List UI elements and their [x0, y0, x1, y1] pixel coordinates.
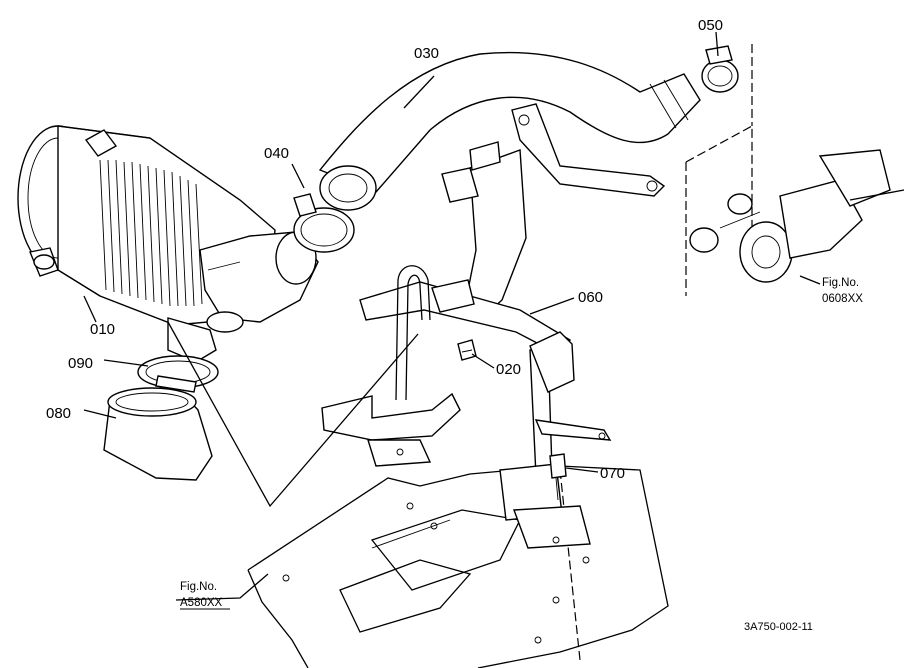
leader-lines: [83, 31, 821, 601]
air-cleaner-010: [17, 125, 319, 363]
ref-bottom-title: Fig.No.: [180, 581, 217, 593]
base-plate: [247, 465, 669, 668]
sensor-070: [549, 453, 567, 501]
label-030: 030: [414, 45, 439, 62]
label-080: 080: [46, 405, 71, 422]
ref-right-title: Fig.No.: [822, 277, 859, 289]
hose-clamp-040: [293, 193, 355, 253]
rubber-hose-080: [103, 387, 213, 481]
label-070: 070: [600, 465, 625, 482]
ref-bottom-code: A580XX: [180, 597, 223, 609]
label-090: 090: [68, 355, 93, 372]
hose-clamp-090: [137, 355, 219, 393]
label-040: 040: [264, 145, 289, 162]
label-010: 010: [90, 321, 115, 338]
label-020: 020: [496, 361, 521, 378]
label-050: 050: [698, 17, 723, 34]
drawing-code: 3A750-002-11: [744, 621, 813, 633]
bracket-frame-060: [321, 103, 666, 549]
ref-right-code: 0608XX: [822, 293, 863, 305]
bolt-020: [457, 339, 477, 361]
intake-hose-030: [318, 51, 701, 211]
label-060: 060: [578, 289, 603, 306]
turbocharger-reference: [685, 44, 905, 296]
hose-clamp-050: [701, 45, 739, 93]
part-labels: 030 040 050 060 020 070 010 090 080 Fig.…: [46, 17, 863, 633]
